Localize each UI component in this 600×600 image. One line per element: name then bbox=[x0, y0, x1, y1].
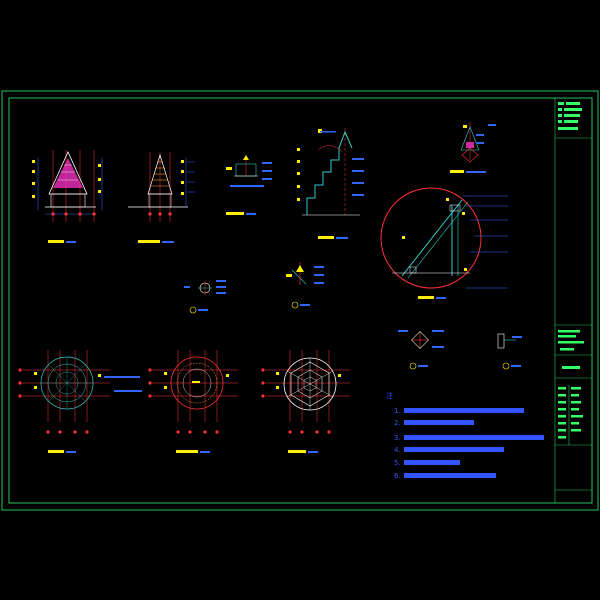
stair-section bbox=[297, 128, 364, 239]
note-5: 5. bbox=[394, 459, 401, 467]
detail-finial-1 bbox=[226, 155, 272, 215]
plan-3 bbox=[261, 350, 350, 453]
notes-title: 注 bbox=[386, 391, 393, 400]
detail-b bbox=[286, 262, 324, 309]
plan-2 bbox=[148, 350, 238, 453]
note-2: 2. bbox=[394, 419, 401, 427]
notes: 注 1. 2. 3. 4. 5. 6. bbox=[386, 391, 544, 480]
detail-d bbox=[497, 333, 522, 370]
title-block bbox=[554, 98, 592, 503]
plan-1 bbox=[18, 350, 142, 453]
elevation-2 bbox=[128, 152, 195, 243]
note-3: 3. bbox=[394, 434, 401, 442]
note-6: 6. bbox=[394, 472, 401, 480]
inner-frame bbox=[8, 97, 593, 504]
note-1: 1. bbox=[394, 407, 401, 415]
title-block-text bbox=[558, 102, 584, 439]
detail-c bbox=[398, 330, 444, 370]
elevation-1 bbox=[32, 150, 103, 243]
outer-frame bbox=[1, 90, 599, 511]
detail-circle bbox=[380, 187, 508, 299]
detail-a bbox=[184, 280, 226, 314]
note-4: 4. bbox=[394, 446, 401, 454]
detail-finial-2 bbox=[450, 122, 496, 173]
